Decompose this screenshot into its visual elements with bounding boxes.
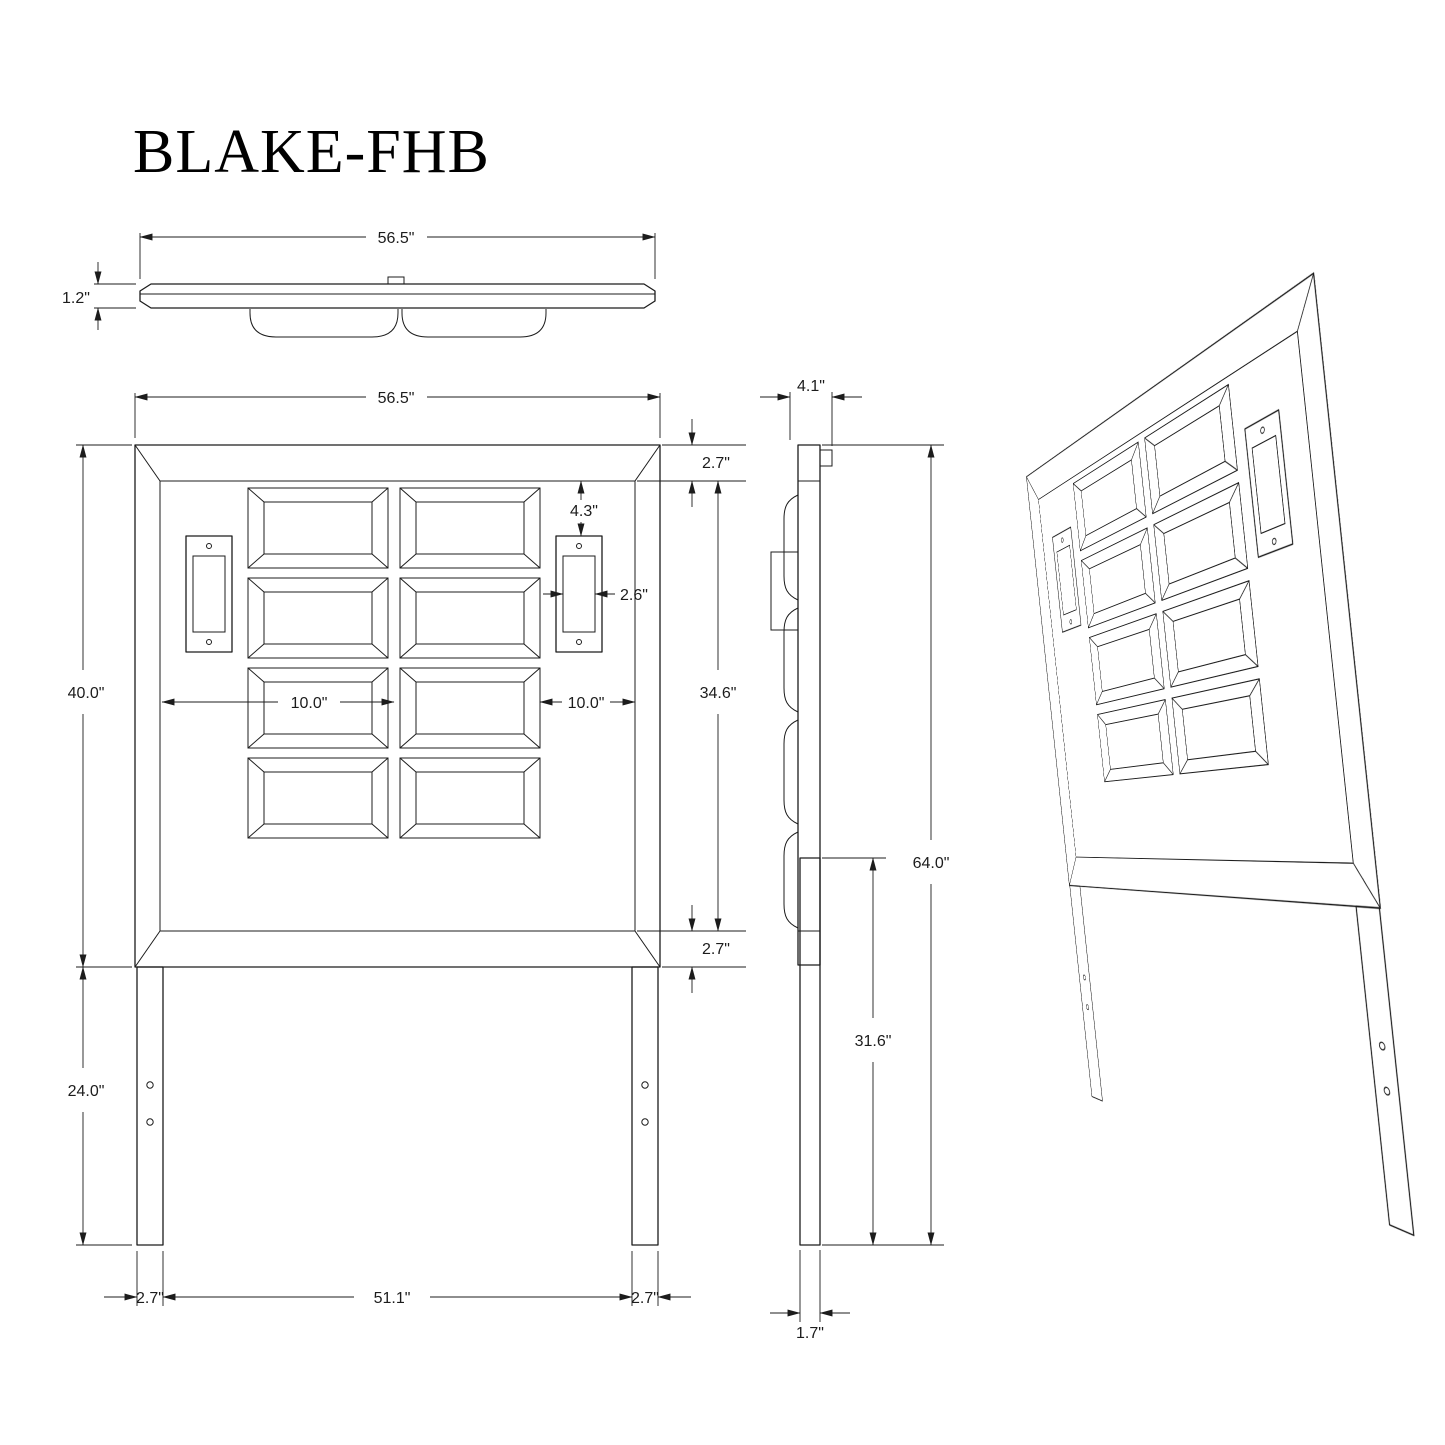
dim-top-view-thickness: 1.2"	[62, 290, 90, 307]
dim-overall-height: 64.0"	[913, 855, 950, 872]
dim-leg-thickness: 1.7"	[796, 1325, 824, 1342]
drawing-title: BLAKE-FHB	[133, 118, 490, 186]
top-view-dimensions: 56.5" 1.2"	[62, 230, 656, 330]
dim-leg-width-right: 2.7"	[631, 1290, 659, 1307]
dim-leg-length: 31.6"	[855, 1033, 892, 1050]
side-view	[770, 444, 833, 1246]
dim-legs-span: 51.1"	[374, 1290, 411, 1307]
top-view	[139, 276, 656, 338]
dim-sconce-top-offset: 4.3"	[570, 503, 598, 520]
front-view-dimensions: 56.5" 40.0" 24.0" 2.7" 34.6" 2.7" 4.3" 2…	[68, 390, 746, 1307]
dim-leg-width-left: 2.7"	[136, 1290, 164, 1307]
dim-front-width: 56.5"	[378, 390, 415, 407]
dim-sconce-width: 2.6"	[620, 587, 648, 604]
dim-sconce-inset-right: 10.0"	[568, 695, 605, 712]
side-sconce	[770, 551, 799, 631]
dim-top-view-width: 56.5"	[378, 230, 415, 247]
dim-leg-below: 24.0"	[68, 1083, 105, 1100]
left-sconce	[185, 535, 233, 653]
dim-panel-inner-height: 34.6"	[700, 685, 737, 702]
perspective-left-sconce	[1052, 527, 1081, 632]
dim-side-depth: 4.1"	[797, 378, 825, 395]
front-view	[134, 444, 661, 1246]
dim-headboard-height: 40.0"	[68, 685, 105, 702]
side-view-dimensions: 4.1" 64.0" 31.6" 1.7"	[760, 378, 949, 1342]
right-leg	[631, 966, 659, 1246]
side-leg	[799, 857, 821, 1246]
dim-sconce-inset-left: 10.0"	[291, 695, 328, 712]
left-leg	[136, 966, 164, 1246]
perspective-right-sconce	[1245, 410, 1293, 557]
dim-top-rail: 2.7"	[702, 455, 730, 472]
dim-bottom-rail: 2.7"	[702, 941, 730, 958]
